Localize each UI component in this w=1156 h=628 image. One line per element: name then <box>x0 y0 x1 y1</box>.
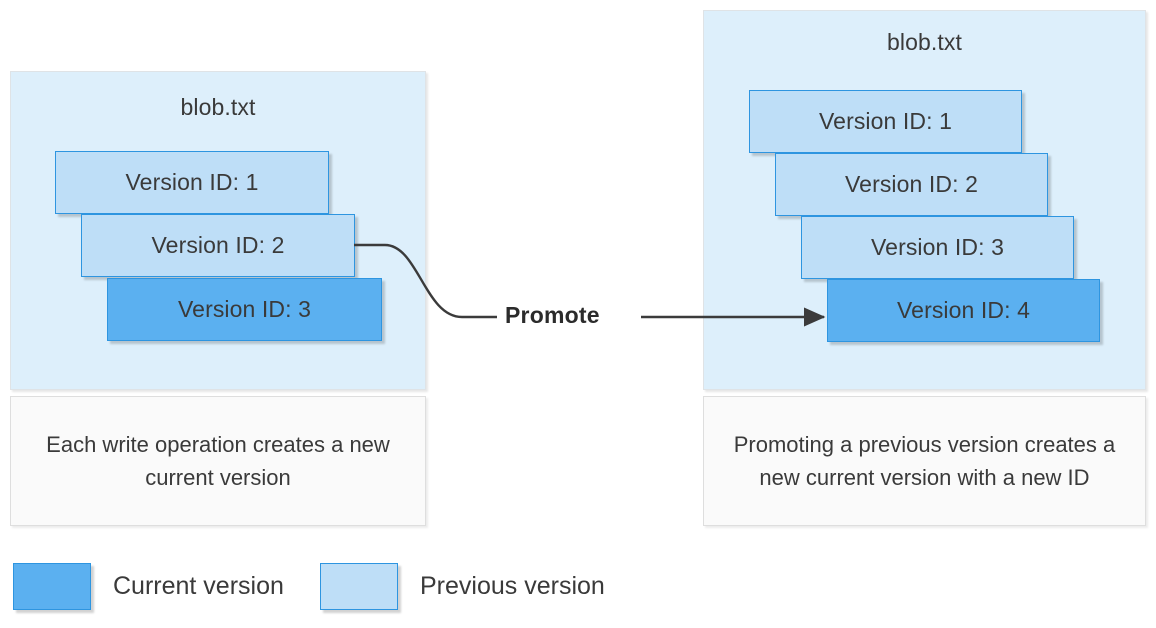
right-version-card-4[interactable]: Version ID: 4 <box>827 279 1100 342</box>
right-version-card-2[interactable]: Version ID: 2 <box>775 153 1048 216</box>
right-version-label-3: Version ID: 3 <box>871 234 1004 260</box>
caption-right: Promoting a previous version creates a n… <box>703 396 1146 526</box>
caption-right-text: Promoting a previous version creates a n… <box>733 432 1116 490</box>
left-version-label-2: Version ID: 2 <box>151 232 285 258</box>
left-version-label-1: Version ID: 1 <box>125 169 259 195</box>
legend-item-previous-version: Previous version <box>320 555 605 610</box>
caption-left-text: Each write operation creates a new curre… <box>46 432 390 490</box>
left-version-card-1[interactable]: Version ID: 1 <box>55 151 329 214</box>
right-version-label-2: Version ID: 2 <box>845 171 978 197</box>
promote-label: Promote <box>505 302 600 328</box>
legend-swatch-current-version <box>13 563 91 610</box>
right-version-label-4: Version ID: 4 <box>897 297 1030 323</box>
panel-right-title: blob.txt <box>887 29 962 55</box>
legend-swatch-previous-version <box>320 563 398 610</box>
legend-item-current-version: Current version <box>13 555 284 610</box>
left-version-card-3[interactable]: Version ID: 3 <box>107 278 382 341</box>
left-version-card-2[interactable]: Version ID: 2 <box>81 214 355 277</box>
caption-left: Each write operation creates a new curre… <box>10 396 426 526</box>
right-version-label-1: Version ID: 1 <box>819 108 952 134</box>
panel-left-title: blob.txt <box>180 94 256 120</box>
legend-label-current-version: Current version <box>113 572 284 600</box>
legend: Current version Previous version <box>0 555 1156 620</box>
right-version-card-1[interactable]: Version ID: 1 <box>749 90 1022 153</box>
left-version-label-3: Version ID: 3 <box>178 296 311 322</box>
legend-label-previous-version: Previous version <box>420 572 605 600</box>
right-version-card-3[interactable]: Version ID: 3 <box>801 216 1074 279</box>
